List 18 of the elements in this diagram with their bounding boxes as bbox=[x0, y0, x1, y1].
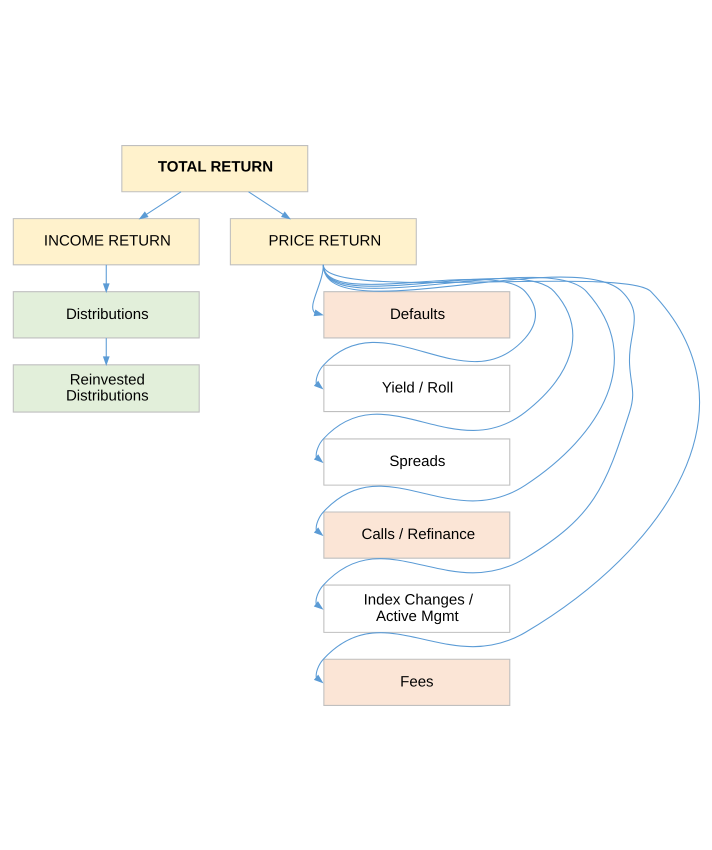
node-box: Yield / Roll bbox=[322, 364, 510, 412]
node-box: Reinvested Distributions bbox=[12, 364, 200, 412]
arrow bbox=[248, 190, 290, 220]
arrow bbox=[138, 190, 181, 220]
node-box: Calls / Refinance bbox=[322, 510, 510, 558]
arrow bbox=[313, 264, 634, 610]
node-box: Defaults bbox=[322, 290, 510, 338]
node-box: Distributions bbox=[12, 290, 200, 338]
arrow bbox=[102, 338, 110, 366]
arrow bbox=[102, 264, 110, 293]
node-box: TOTAL RETURN bbox=[120, 144, 308, 192]
arrow bbox=[312, 264, 324, 316]
arrow bbox=[313, 264, 699, 683]
node-box: Spreads bbox=[322, 438, 510, 486]
node-box: Fees bbox=[322, 658, 510, 706]
node-box: Index Changes / Active Mgmt bbox=[322, 584, 510, 632]
node-box: PRICE RETURN bbox=[229, 218, 416, 265]
node-box: INCOME RETURN bbox=[12, 218, 200, 265]
